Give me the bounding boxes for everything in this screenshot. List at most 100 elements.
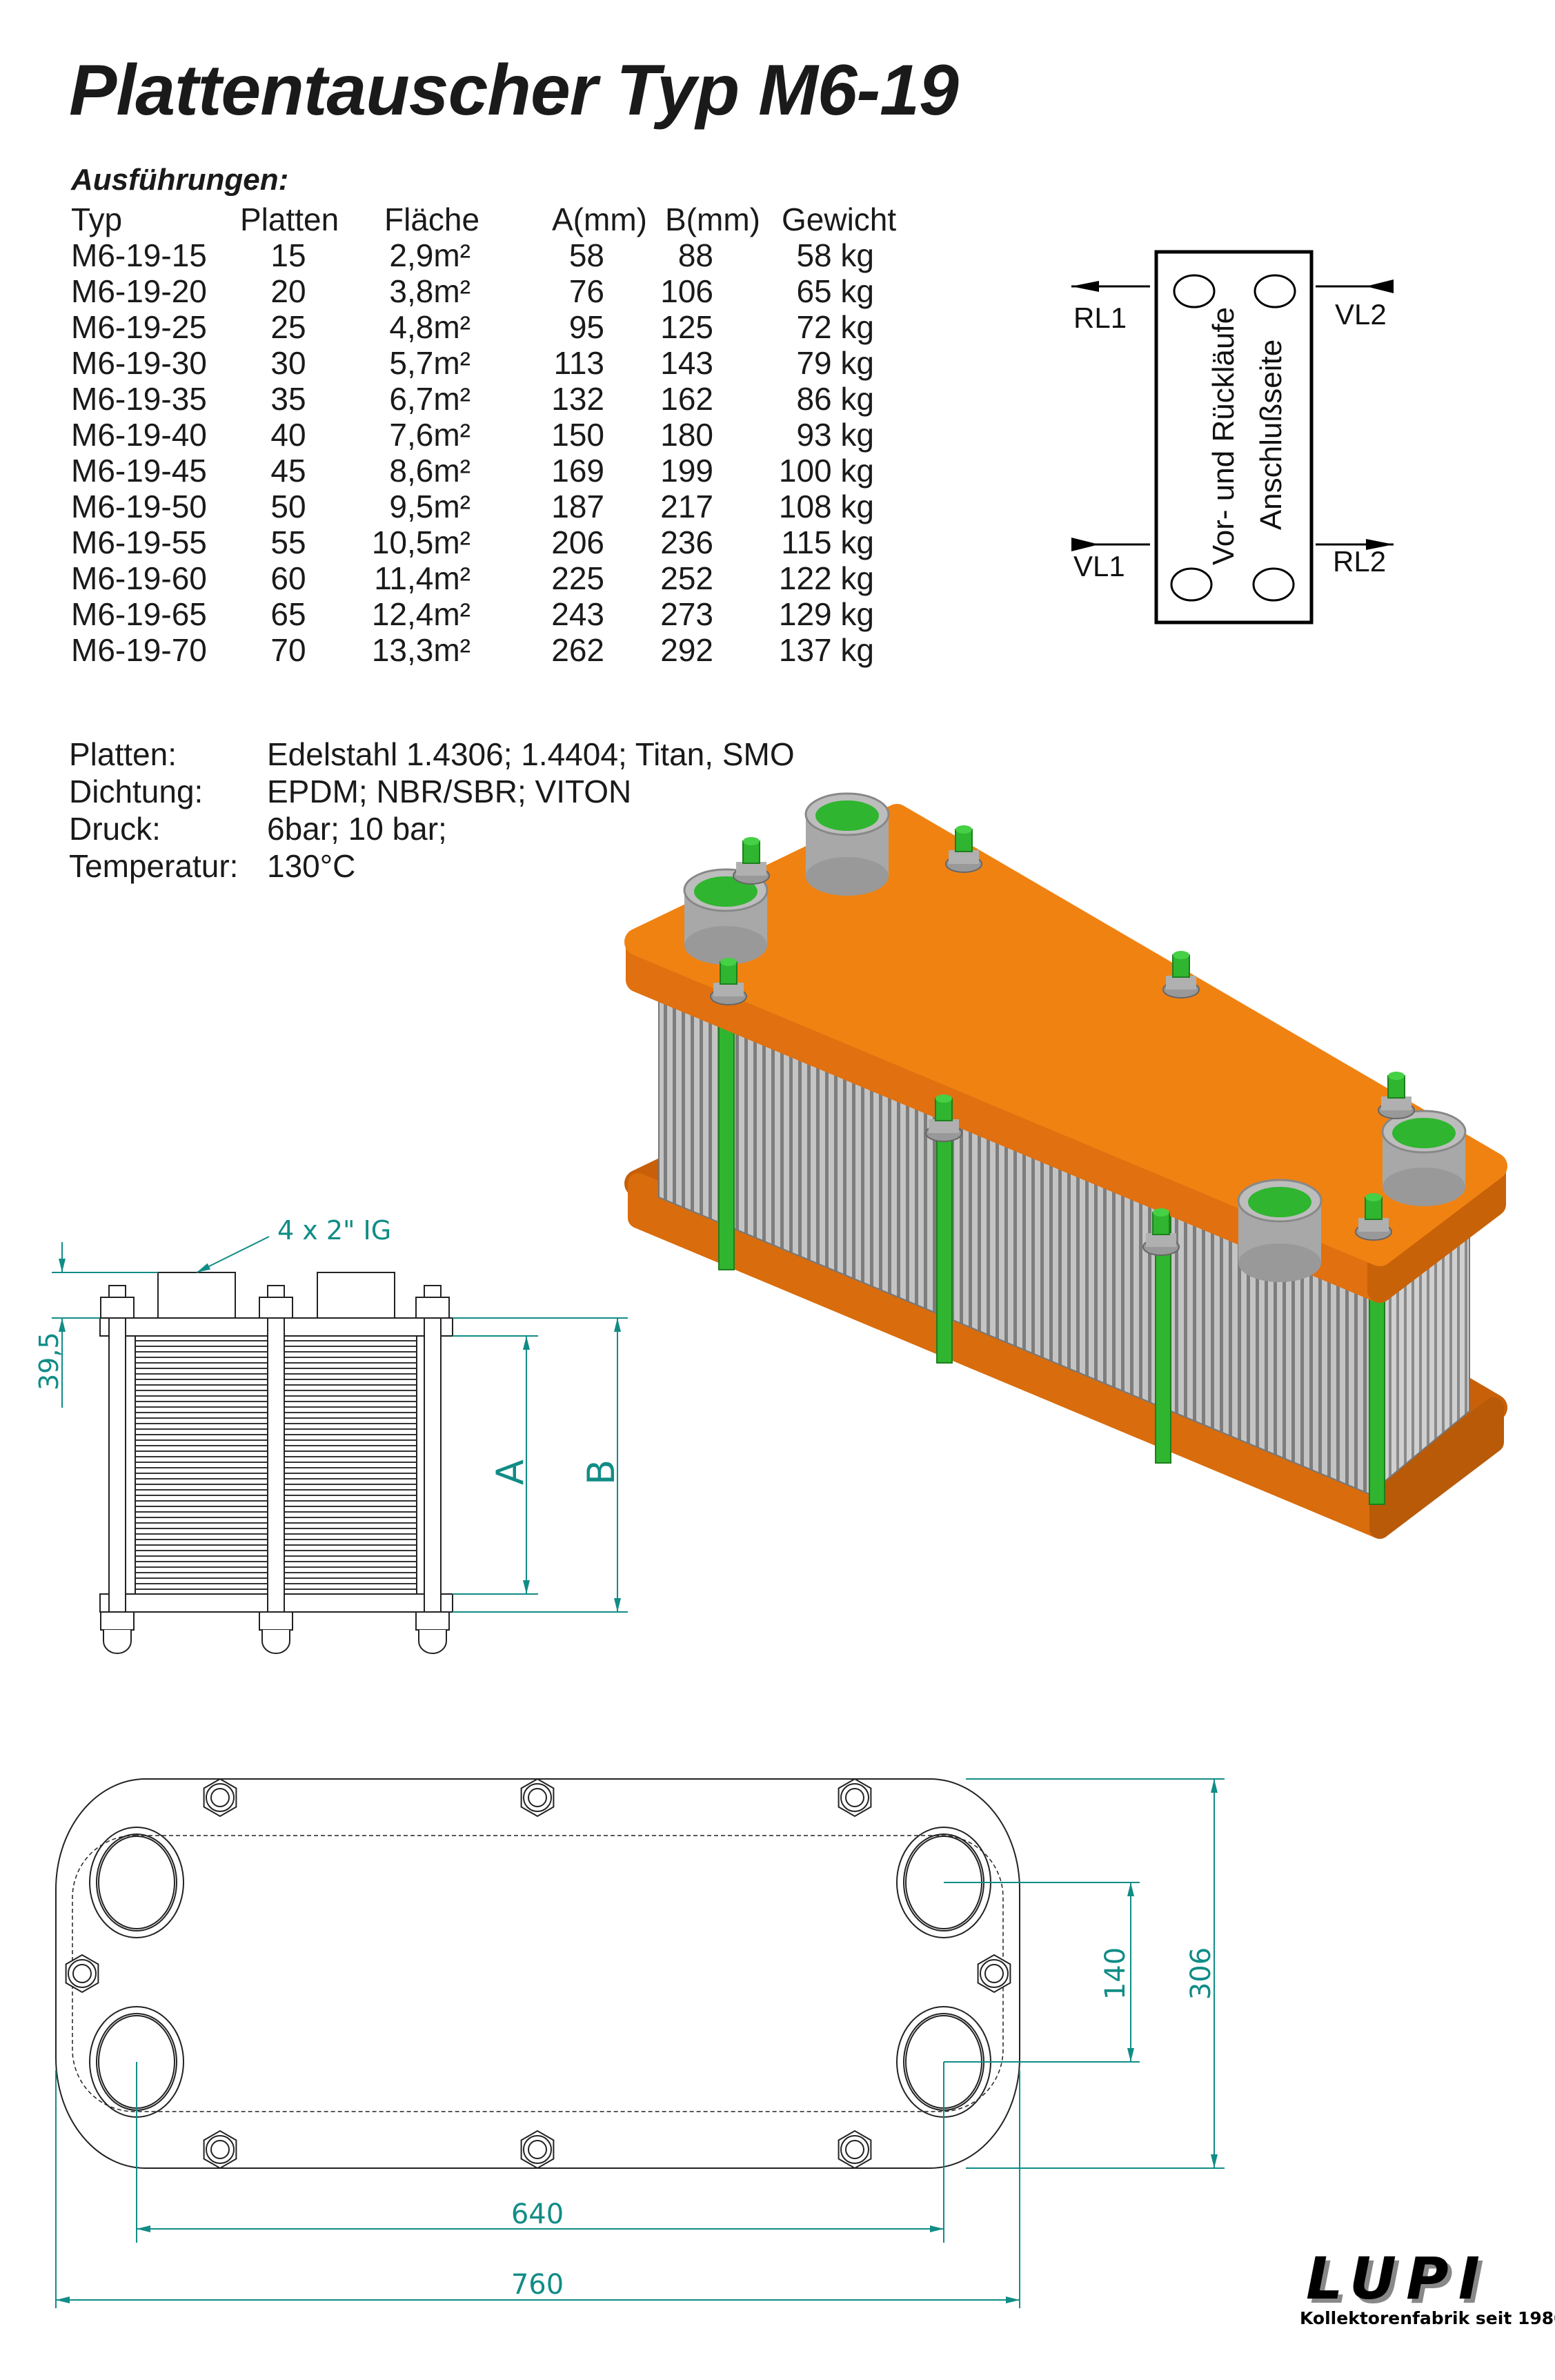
table-cell: 10,5m²: [371, 524, 471, 560]
table-cell: 187: [551, 489, 604, 524]
bolt-icon: [415, 1285, 450, 1654]
table-cell: 5,7m²: [389, 345, 471, 381]
table-cell: 125: [660, 309, 713, 345]
table-cell: 50: [270, 489, 306, 524]
table-cell: 106: [660, 273, 713, 309]
table-cell: 11,4m²: [374, 560, 471, 596]
vl1-label: VL1: [1073, 550, 1125, 582]
bolt-icon: [203, 2130, 237, 2170]
logo: LUPI: [1306, 2245, 1489, 2312]
table-cell: 60: [270, 560, 306, 596]
table-cell: 3,8m²: [389, 273, 471, 309]
table-cell: 199: [660, 453, 713, 489]
port-circle: [1170, 567, 1213, 602]
bolt-icon: [945, 825, 982, 873]
table-cell: 292: [660, 632, 713, 668]
bolt-icon: [733, 837, 770, 885]
table-cell: 150: [551, 417, 604, 453]
port-circle: [1173, 274, 1216, 308]
bolt-icon: [1355, 1193, 1392, 1241]
dim-640: 640: [511, 2199, 564, 2230]
spec-value: Edelstahl 1.4306; 1.4404; Titan, SMO: [267, 736, 795, 772]
table-cell: 6,7m²: [389, 381, 471, 417]
table-cell: 25: [270, 309, 306, 345]
bolt-icon: [977, 1954, 1011, 1994]
dim-a: A: [488, 1459, 532, 1485]
bolt-icon: [1162, 951, 1200, 999]
spec-value: EPDM; NBR/SBR; VITON: [267, 774, 632, 809]
table-header: B(mm): [665, 201, 760, 237]
table-cell: 132: [551, 381, 604, 417]
side-view-drawing: [99, 1272, 453, 1654]
table-cell: 115 kg: [781, 524, 874, 560]
table-cell: 58 kg: [796, 237, 874, 273]
table-cell: 55: [270, 524, 306, 560]
spec-label: Temperatur:: [69, 848, 239, 884]
table-cell: 30: [270, 345, 306, 381]
bolts: [710, 825, 1415, 1256]
bolt-icon: [1378, 1072, 1415, 1119]
table-cell: 169: [551, 453, 604, 489]
table-cell: 273: [660, 596, 713, 632]
table-cell: 70: [270, 632, 306, 668]
table-cell: 93 kg: [796, 417, 874, 453]
table-cell: 40: [270, 417, 306, 453]
bolt-icon: [520, 2130, 555, 2170]
table-cell: 58: [568, 237, 604, 273]
table-cell: M6-19-20: [71, 273, 207, 309]
dim-39-5: 39,5: [34, 1332, 64, 1390]
table-cell: 206: [551, 524, 604, 560]
table-cell: 143: [660, 345, 713, 381]
table-cell: 9,5m²: [389, 489, 471, 524]
table-cell: M6-19-15: [71, 237, 207, 273]
rl2-label: RL2: [1333, 545, 1386, 578]
side-view-dimensions: [52, 1236, 628, 1613]
connection-text-1: Vor- und Rückläufe: [1207, 307, 1240, 565]
table-cell: 108 kg: [778, 489, 874, 524]
spec-label: Dichtung:: [69, 774, 204, 809]
table-cell: 236: [660, 524, 713, 560]
bolt-icon: [520, 1778, 555, 1818]
table-cell: 88: [677, 237, 713, 273]
bolt-icon: [838, 1778, 872, 1818]
table-cell: 35: [270, 381, 306, 417]
table-cell: 122 kg: [778, 560, 874, 596]
plan-view-dimensions: [55, 1778, 1225, 2308]
table-cell: M6-19-25: [71, 309, 207, 345]
table-cell: M6-19-40: [71, 417, 207, 453]
table-header: Fläche: [384, 201, 480, 237]
bolt-icon: [1142, 1208, 1180, 1256]
table-cell: 217: [660, 489, 713, 524]
page-title: Plattentauscher Typ M6-19: [69, 50, 959, 130]
spec-label: Platten:: [69, 736, 177, 772]
port-circle: [1252, 567, 1295, 602]
table-cell: 162: [660, 381, 713, 417]
table-header: Gewicht: [782, 201, 897, 237]
table-cell: M6-19-55: [71, 524, 207, 560]
table-cell: 13,3m²: [371, 632, 471, 668]
port-opening: [89, 1827, 184, 1938]
table-cell: 113: [553, 345, 604, 381]
plan-view-drawing: [55, 1778, 1020, 2170]
table-cell: M6-19-65: [71, 596, 207, 632]
table-cell: 262: [551, 632, 604, 668]
bolt-icon: [203, 1778, 237, 1818]
spec-value: 6bar; 10 bar;: [267, 811, 447, 847]
dim-140: 140: [1100, 1947, 1131, 2000]
table-cell: M6-19-30: [71, 345, 207, 381]
table-cell: 45: [270, 453, 306, 489]
table-cell: M6-19-50: [71, 489, 207, 524]
bolt-icon: [100, 1285, 135, 1654]
table-cell: 95: [568, 309, 604, 345]
logo-tagline: Kollektorenfabrik seit 1980: [1300, 2308, 1555, 2328]
table-cell: M6-19-60: [71, 560, 207, 596]
table-cell: M6-19-35: [71, 381, 207, 417]
heat-exchanger-3d-render: [624, 792, 1507, 1539]
vl2-label: VL2: [1335, 298, 1387, 331]
table-cell: 4,8m²: [389, 309, 471, 345]
table-cell: 225: [551, 560, 604, 596]
table-cell: 86 kg: [796, 381, 874, 417]
table-caption: Ausführungen:: [71, 163, 289, 197]
dim-b: B: [580, 1459, 623, 1485]
connection-diagram: RL1 VL2 VL1 RL2 Vor- und Rückläufe Ansch…: [1071, 250, 1394, 624]
